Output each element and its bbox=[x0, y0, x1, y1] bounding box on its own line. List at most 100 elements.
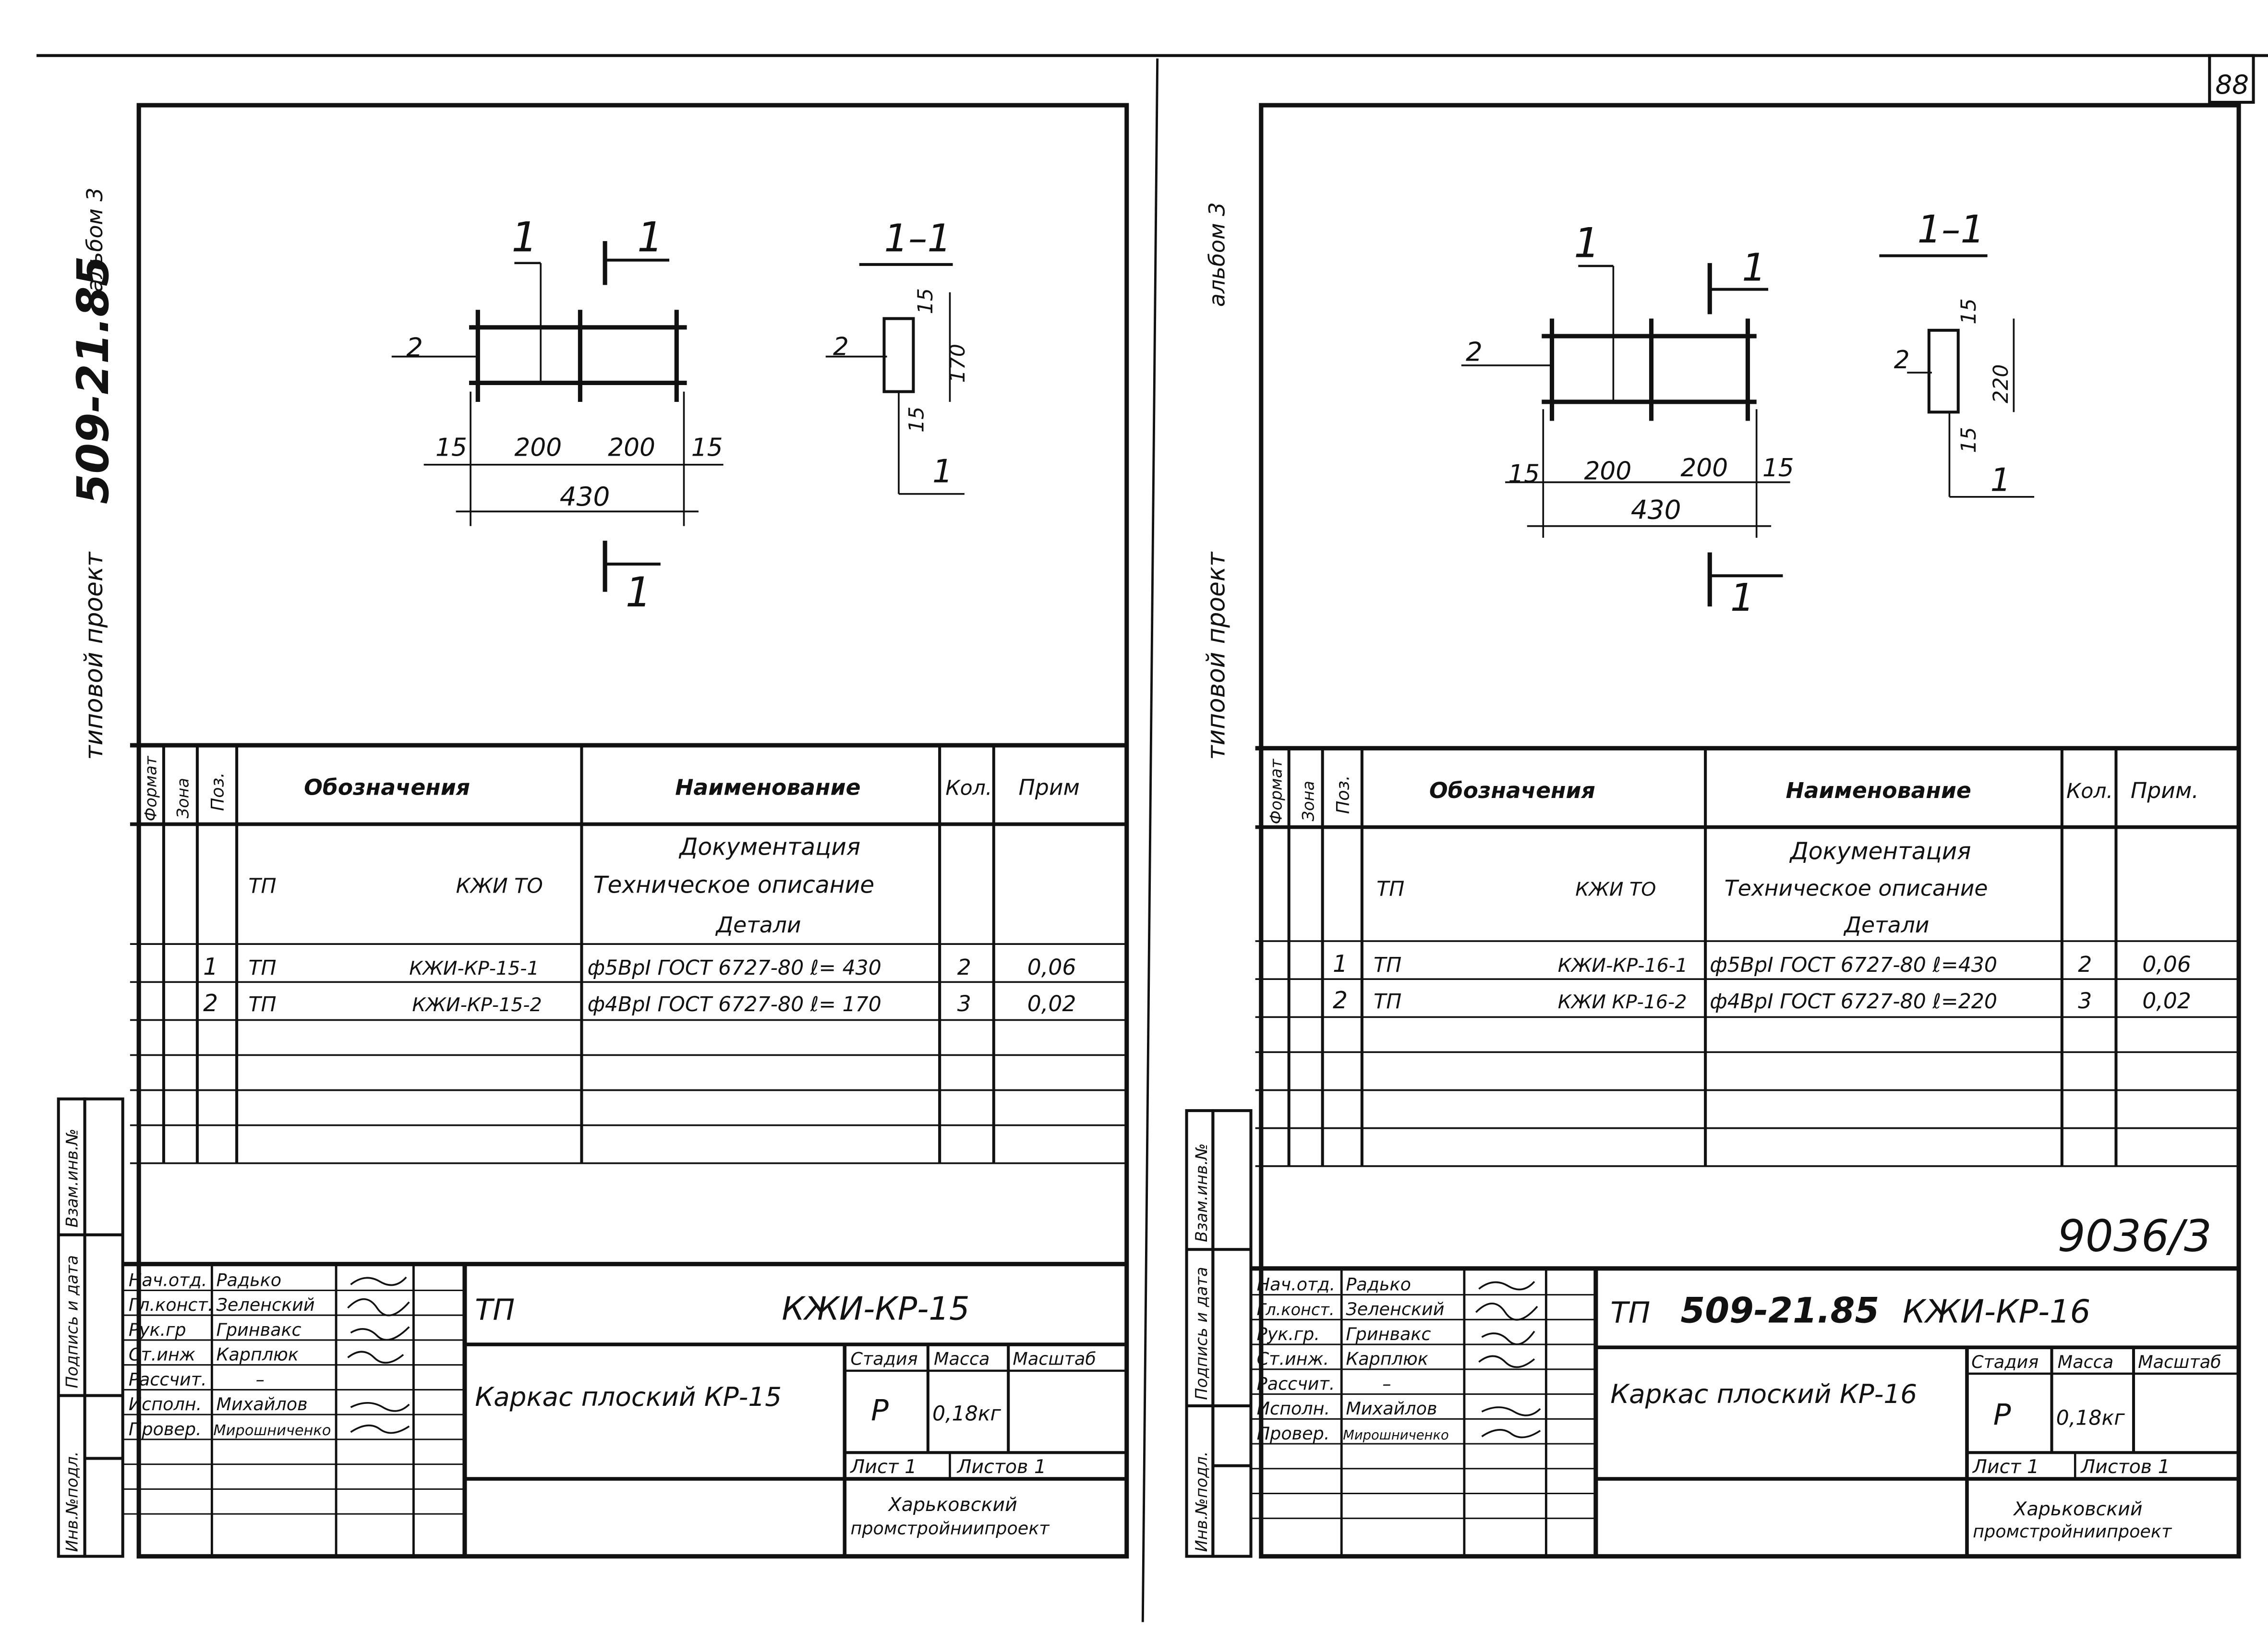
name-2: Гринвакс bbox=[1346, 1324, 1431, 1344]
section-dim-top: 15 bbox=[914, 288, 938, 314]
title-block: Нач.отд. Гл.конст. Рук.гр. Ст.инж. Рассч… bbox=[1251, 1266, 2239, 1557]
row2-tp: ТП bbox=[1374, 990, 1401, 1014]
name-0: Радько bbox=[216, 1269, 281, 1290]
doc-description: Техническое описание bbox=[1725, 876, 1988, 901]
page-number-box bbox=[2208, 54, 2255, 104]
role-2: Рук.гр. bbox=[1257, 1324, 1320, 1344]
doc-kzhi-to: КЖИ ТО bbox=[456, 874, 543, 898]
name-6: Мирошниченко bbox=[1343, 1428, 1448, 1443]
name-5: Михайлов bbox=[1346, 1398, 1437, 1419]
row2-tp: ТП bbox=[248, 992, 276, 1016]
doc-kzhi-to: КЖИ ТО bbox=[1575, 879, 1656, 901]
name-3: Карплюк bbox=[1346, 1349, 1428, 1369]
row1-note: 0,06 bbox=[2142, 952, 2191, 977]
doc-parts: Детали bbox=[1843, 912, 1929, 938]
side-album-label: альбом 3 bbox=[1205, 202, 1230, 307]
name-5: Михайлов bbox=[216, 1394, 307, 1414]
tb-sheets-total: Листов 1 bbox=[2080, 1456, 2170, 1478]
section-label-2: 2 bbox=[1894, 346, 1910, 375]
role-1: Гл.конст. bbox=[129, 1294, 214, 1315]
row1-tp: ТП bbox=[248, 956, 276, 980]
header-format: Формат bbox=[142, 755, 160, 821]
row2-qty: 3 bbox=[957, 991, 971, 1016]
row1-name: ф5ВрI ГОСТ 6727-80 ℓ= 430 bbox=[588, 956, 881, 980]
header-qty: Кол. bbox=[945, 776, 992, 800]
tb-stage-label: Стадия bbox=[851, 1349, 918, 1369]
tb-tp: ТП bbox=[475, 1293, 515, 1327]
tb-sheet: Лист 1 bbox=[1972, 1456, 2039, 1478]
section-dim-bottom: 15 bbox=[1957, 427, 1981, 453]
name-1: Зеленский bbox=[216, 1294, 314, 1315]
tb-tp: ТП bbox=[1610, 1295, 1650, 1330]
tb-title: Каркас плоский КР-16 bbox=[1610, 1378, 1917, 1409]
stamp-replacement-inv: Взам.инв.№ bbox=[62, 1129, 81, 1228]
role-4: Рассчит. bbox=[1257, 1373, 1335, 1394]
name-4: – bbox=[1382, 1373, 1391, 1394]
header-note: Прим bbox=[1019, 775, 1080, 800]
section-title: 1–1 bbox=[884, 216, 952, 260]
row1-code: КЖИ-КР-15-1 bbox=[409, 957, 539, 979]
dim-total: 430 bbox=[560, 481, 610, 512]
row2-note: 0,02 bbox=[1027, 991, 1076, 1016]
dim-200-b: 200 bbox=[1680, 454, 1728, 483]
callout-2: 2 bbox=[1466, 337, 1483, 367]
header-qty: Кол. bbox=[2066, 779, 2113, 803]
tb-code: КЖИ-КР-16 bbox=[1903, 1293, 2090, 1330]
cut-mark-top: 1 bbox=[637, 214, 663, 261]
fold-line bbox=[1141, 58, 1159, 1622]
header-zone: Зона bbox=[174, 778, 193, 818]
spec-table: Формат Зона Поз. Обозначения Наименовани… bbox=[130, 743, 1127, 1164]
callout-2: 2 bbox=[406, 332, 423, 363]
side-project-label: типовой проект bbox=[1202, 551, 1231, 760]
header-name: Наименование bbox=[675, 775, 860, 800]
row1-note: 0,06 bbox=[1027, 955, 1076, 980]
title-block: Нач.отд. Гл.конст. Рук.гр Ст.инж Рассчит… bbox=[122, 1262, 1127, 1557]
tb-project-no: 509-21.85 bbox=[1680, 1290, 1879, 1331]
name-0: Радько bbox=[1346, 1274, 1411, 1294]
name-6: Мирошниченко bbox=[213, 1422, 331, 1439]
header-name: Наименование bbox=[1786, 778, 1971, 803]
header-pos: Поз. bbox=[1332, 775, 1353, 814]
tb-title: Каркас плоский КР-15 bbox=[475, 1381, 782, 1412]
row1-pos: 1 bbox=[203, 954, 218, 980]
row2-code: КЖИ КР-16-2 bbox=[1558, 991, 1687, 1013]
tb-org-1: Харьковский bbox=[2013, 1498, 2142, 1520]
sheet-left: типовой проект 509-21.85 альбом 3 Инв.№п… bbox=[57, 103, 1129, 1559]
cut-mark-top: 1 bbox=[1742, 245, 1766, 290]
tb-mass: 0,18кг bbox=[2056, 1406, 2125, 1430]
stamp-inv-no: Инв.№подл. bbox=[1192, 1451, 1211, 1552]
tb-code: КЖИ-КР-15 bbox=[782, 1290, 969, 1327]
role-3: Ст.инж bbox=[129, 1344, 195, 1365]
sheet-frame bbox=[136, 103, 1129, 1559]
tb-mass-label: Масса bbox=[934, 1349, 989, 1369]
side-stamp-column: Инв.№подл. Подпись и дата Взам.инв.№ bbox=[1185, 1109, 1253, 1558]
dim-left-15: 15 bbox=[435, 434, 467, 462]
callout-1: 1 bbox=[511, 214, 537, 261]
sheet-stamp-number: 9036/3 bbox=[2058, 1210, 2212, 1261]
dim-total: 430 bbox=[1631, 494, 1681, 525]
dim-200-b: 200 bbox=[608, 434, 655, 462]
sheet-right: типовой проект альбом 3 Инв.№подл. Подпи… bbox=[1185, 103, 2241, 1559]
header-designation: Обозначения bbox=[1429, 778, 1595, 803]
dim-200-a: 200 bbox=[514, 434, 562, 462]
name-3: Карплюк bbox=[216, 1344, 299, 1365]
role-0: Нач.отд. bbox=[1257, 1274, 1335, 1294]
section-dim-height: 220 bbox=[1989, 364, 2013, 403]
tb-org-2: промстройниипроект bbox=[851, 1518, 1050, 1539]
name-2: Гринвакс bbox=[216, 1319, 301, 1340]
section-view: 1–1 2 15 220 15 1 bbox=[1879, 207, 2034, 499]
section-label-2: 2 bbox=[833, 333, 849, 362]
plan-view: 1 2 1 1 15 200 200 15 430 bbox=[1461, 220, 1794, 620]
header-note: Прим. bbox=[2131, 778, 2199, 803]
role-5: Исполн. bbox=[129, 1394, 202, 1414]
name-1: Зеленский bbox=[1346, 1299, 1444, 1319]
role-4: Рассчит. bbox=[129, 1369, 207, 1390]
section-dim-top: 15 bbox=[1957, 298, 1981, 324]
dim-right-15: 15 bbox=[691, 434, 723, 462]
page-number: 88 bbox=[2215, 69, 2249, 100]
row1-qty: 2 bbox=[2078, 952, 2092, 977]
dim-right-15: 15 bbox=[1762, 454, 1794, 483]
doc-tp: ТП bbox=[1376, 877, 1404, 901]
stamp-replacement-inv: Взам.инв.№ bbox=[1192, 1143, 1211, 1242]
